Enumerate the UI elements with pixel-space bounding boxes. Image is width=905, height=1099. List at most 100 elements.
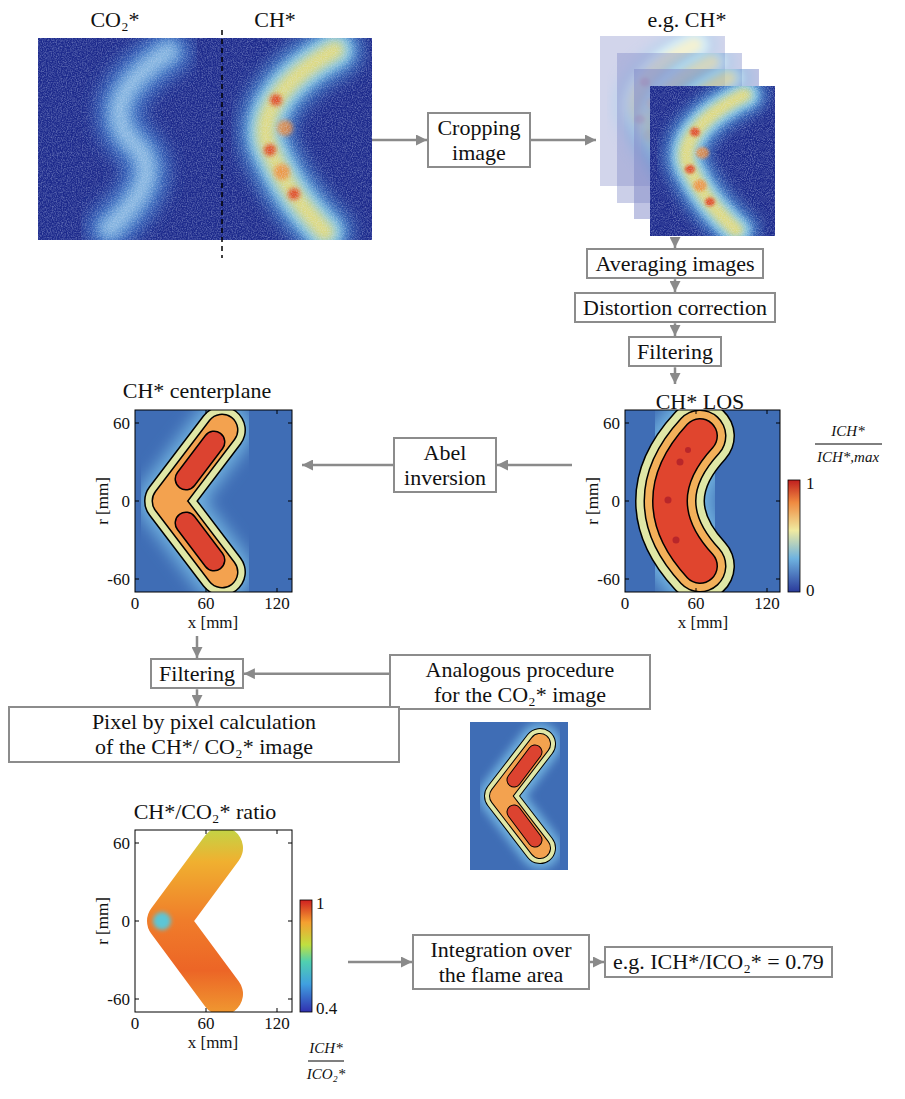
axis-title: r [mm] [584, 477, 601, 525]
process-box: Filtering [150, 658, 244, 689]
plot-panel: CH*/CO₂* ratio [84, 798, 348, 1090]
los-plot-part [625, 410, 780, 592]
box-text: Abel inversion [402, 440, 488, 491]
co2-centerplane-image-part-part [500, 744, 540, 848]
co2-centerplane-image-part-part [500, 744, 540, 848]
centerplane-plot-part-part [168, 430, 222, 572]
axis-title: r [mm] [94, 477, 111, 525]
co2-centerplane-image-part [470, 722, 568, 870]
flow-arrow [497, 464, 572, 467]
raw-camera-image-part-part [38, 38, 372, 240]
box-text: Cropping image [436, 115, 522, 166]
image-stack-figure-part-part [650, 86, 775, 236]
tick-label: 0 [122, 493, 131, 510]
process-box: Integration over the flame area [412, 934, 590, 991]
los-plot-part [815, 444, 882, 445]
ratio-plot [135, 830, 344, 1061]
ratio-plot-part-part [168, 848, 222, 994]
figure-title: CH* [254, 7, 296, 32]
co2-centerplane-image-part-part [514, 752, 535, 840]
flow-arrow [196, 636, 199, 658]
flow-arrow [674, 367, 677, 384]
image-stack-figure-part [650, 86, 775, 236]
flow-arrow [302, 464, 393, 467]
box-text: Pixel by pixel calculation of the CH*/ C… [86, 709, 322, 760]
axis-title: x [mm] [188, 614, 239, 631]
axis-title: x [mm] [678, 614, 729, 631]
box-text: Averaging images [595, 251, 754, 276]
ratio-plot-part [300, 900, 312, 1012]
raw-camera-image-part [38, 38, 372, 240]
tick-label: 0 [122, 913, 131, 930]
figure-title: CO₂* [90, 7, 139, 32]
tick-label: 60 [198, 1015, 215, 1032]
colorbar-title: ICH* [309, 1041, 342, 1056]
los-plot-part-part [670, 436, 700, 566]
axis-title: x [mm] [188, 1034, 239, 1051]
centerplane-plot-part-part [168, 430, 222, 572]
co2-centerplane-image-part [500, 744, 540, 848]
co2-centerplane-image-part-part [514, 752, 535, 840]
tick-label: 60 [198, 595, 215, 612]
tick-label: 60 [603, 415, 620, 432]
flow-arrow [348, 961, 412, 964]
plot-panel: CH* centerplane [84, 375, 302, 636]
figure-title: e.g. CH* [648, 7, 727, 32]
raw-camera-image-part [38, 38, 372, 240]
process-box: Distortion correction [574, 292, 776, 323]
raw-camera-image-part [221, 30, 223, 258]
colorbar-title: ICH* [831, 424, 864, 439]
box-text: Filtering [159, 661, 235, 686]
figure-title: CH* LOS [656, 389, 745, 414]
centerplane-plot-part-part [168, 430, 222, 572]
image-pair: CO₂* CH* [38, 4, 372, 240]
box-text: Analogous procedure for the CO₂* image [418, 657, 622, 708]
flow-arrow [674, 323, 677, 336]
ratio-plot-part [308, 1061, 344, 1062]
centerplane-plot-part [135, 410, 292, 592]
colorbar-tick: 1 [316, 895, 325, 912]
tick-label: 0 [612, 493, 621, 510]
tick-label: -60 [597, 571, 620, 588]
flow-arrow [196, 689, 199, 706]
tick-label: 60 [113, 415, 130, 432]
box-text: Distortion correction [583, 295, 767, 320]
co2-centerplane-image-part-part [500, 744, 540, 848]
los-plot-part-part [670, 436, 700, 566]
los-plot-part-part [665, 497, 672, 504]
centerplane-plot-part-part [168, 430, 222, 572]
los-plot-part [788, 480, 800, 592]
process-box: Filtering [628, 336, 722, 367]
colorbar-tick: 0 [806, 582, 815, 599]
los-plot-part-part [670, 436, 700, 566]
co2-centerplane-image-part-part [500, 744, 540, 848]
raw-camera-image [38, 30, 372, 258]
flow-arrow [590, 961, 604, 964]
figure-title: CH*/CO₂* ratio [134, 799, 277, 824]
result-box: e.g. ICH*/ICO₂* = 0.79 [604, 946, 833, 977]
process-box: Pixel by pixel calculation of the CH*/ C… [8, 706, 400, 763]
ratio-plot-part-part [153, 912, 171, 930]
co2-centerplane-image [470, 722, 568, 870]
box-text: Integration over the flame area [421, 937, 581, 988]
los-plot-part-part [670, 436, 700, 566]
centerplane-plot-part-part [186, 442, 214, 560]
tick-label: 120 [754, 595, 780, 612]
co2-centerplane-image-part-part [500, 744, 540, 848]
tick-label: -60 [107, 571, 130, 588]
tick-label: 120 [264, 595, 290, 612]
box-text: e.g. ICH*/ICO₂* = 0.79 [613, 949, 824, 974]
process-box: Abel inversion [393, 437, 497, 494]
flow-arrow [531, 139, 596, 142]
figure-title: CH* centerplane [123, 378, 271, 403]
box-text: Filtering [637, 339, 713, 364]
flow-arrow [674, 279, 677, 292]
los-plot-part [625, 410, 780, 592]
tick-label: 60 [688, 595, 705, 612]
tick-label: -60 [107, 991, 130, 1008]
plot-panel: CH* LOS [572, 384, 790, 632]
flow-arrow [674, 238, 677, 248]
